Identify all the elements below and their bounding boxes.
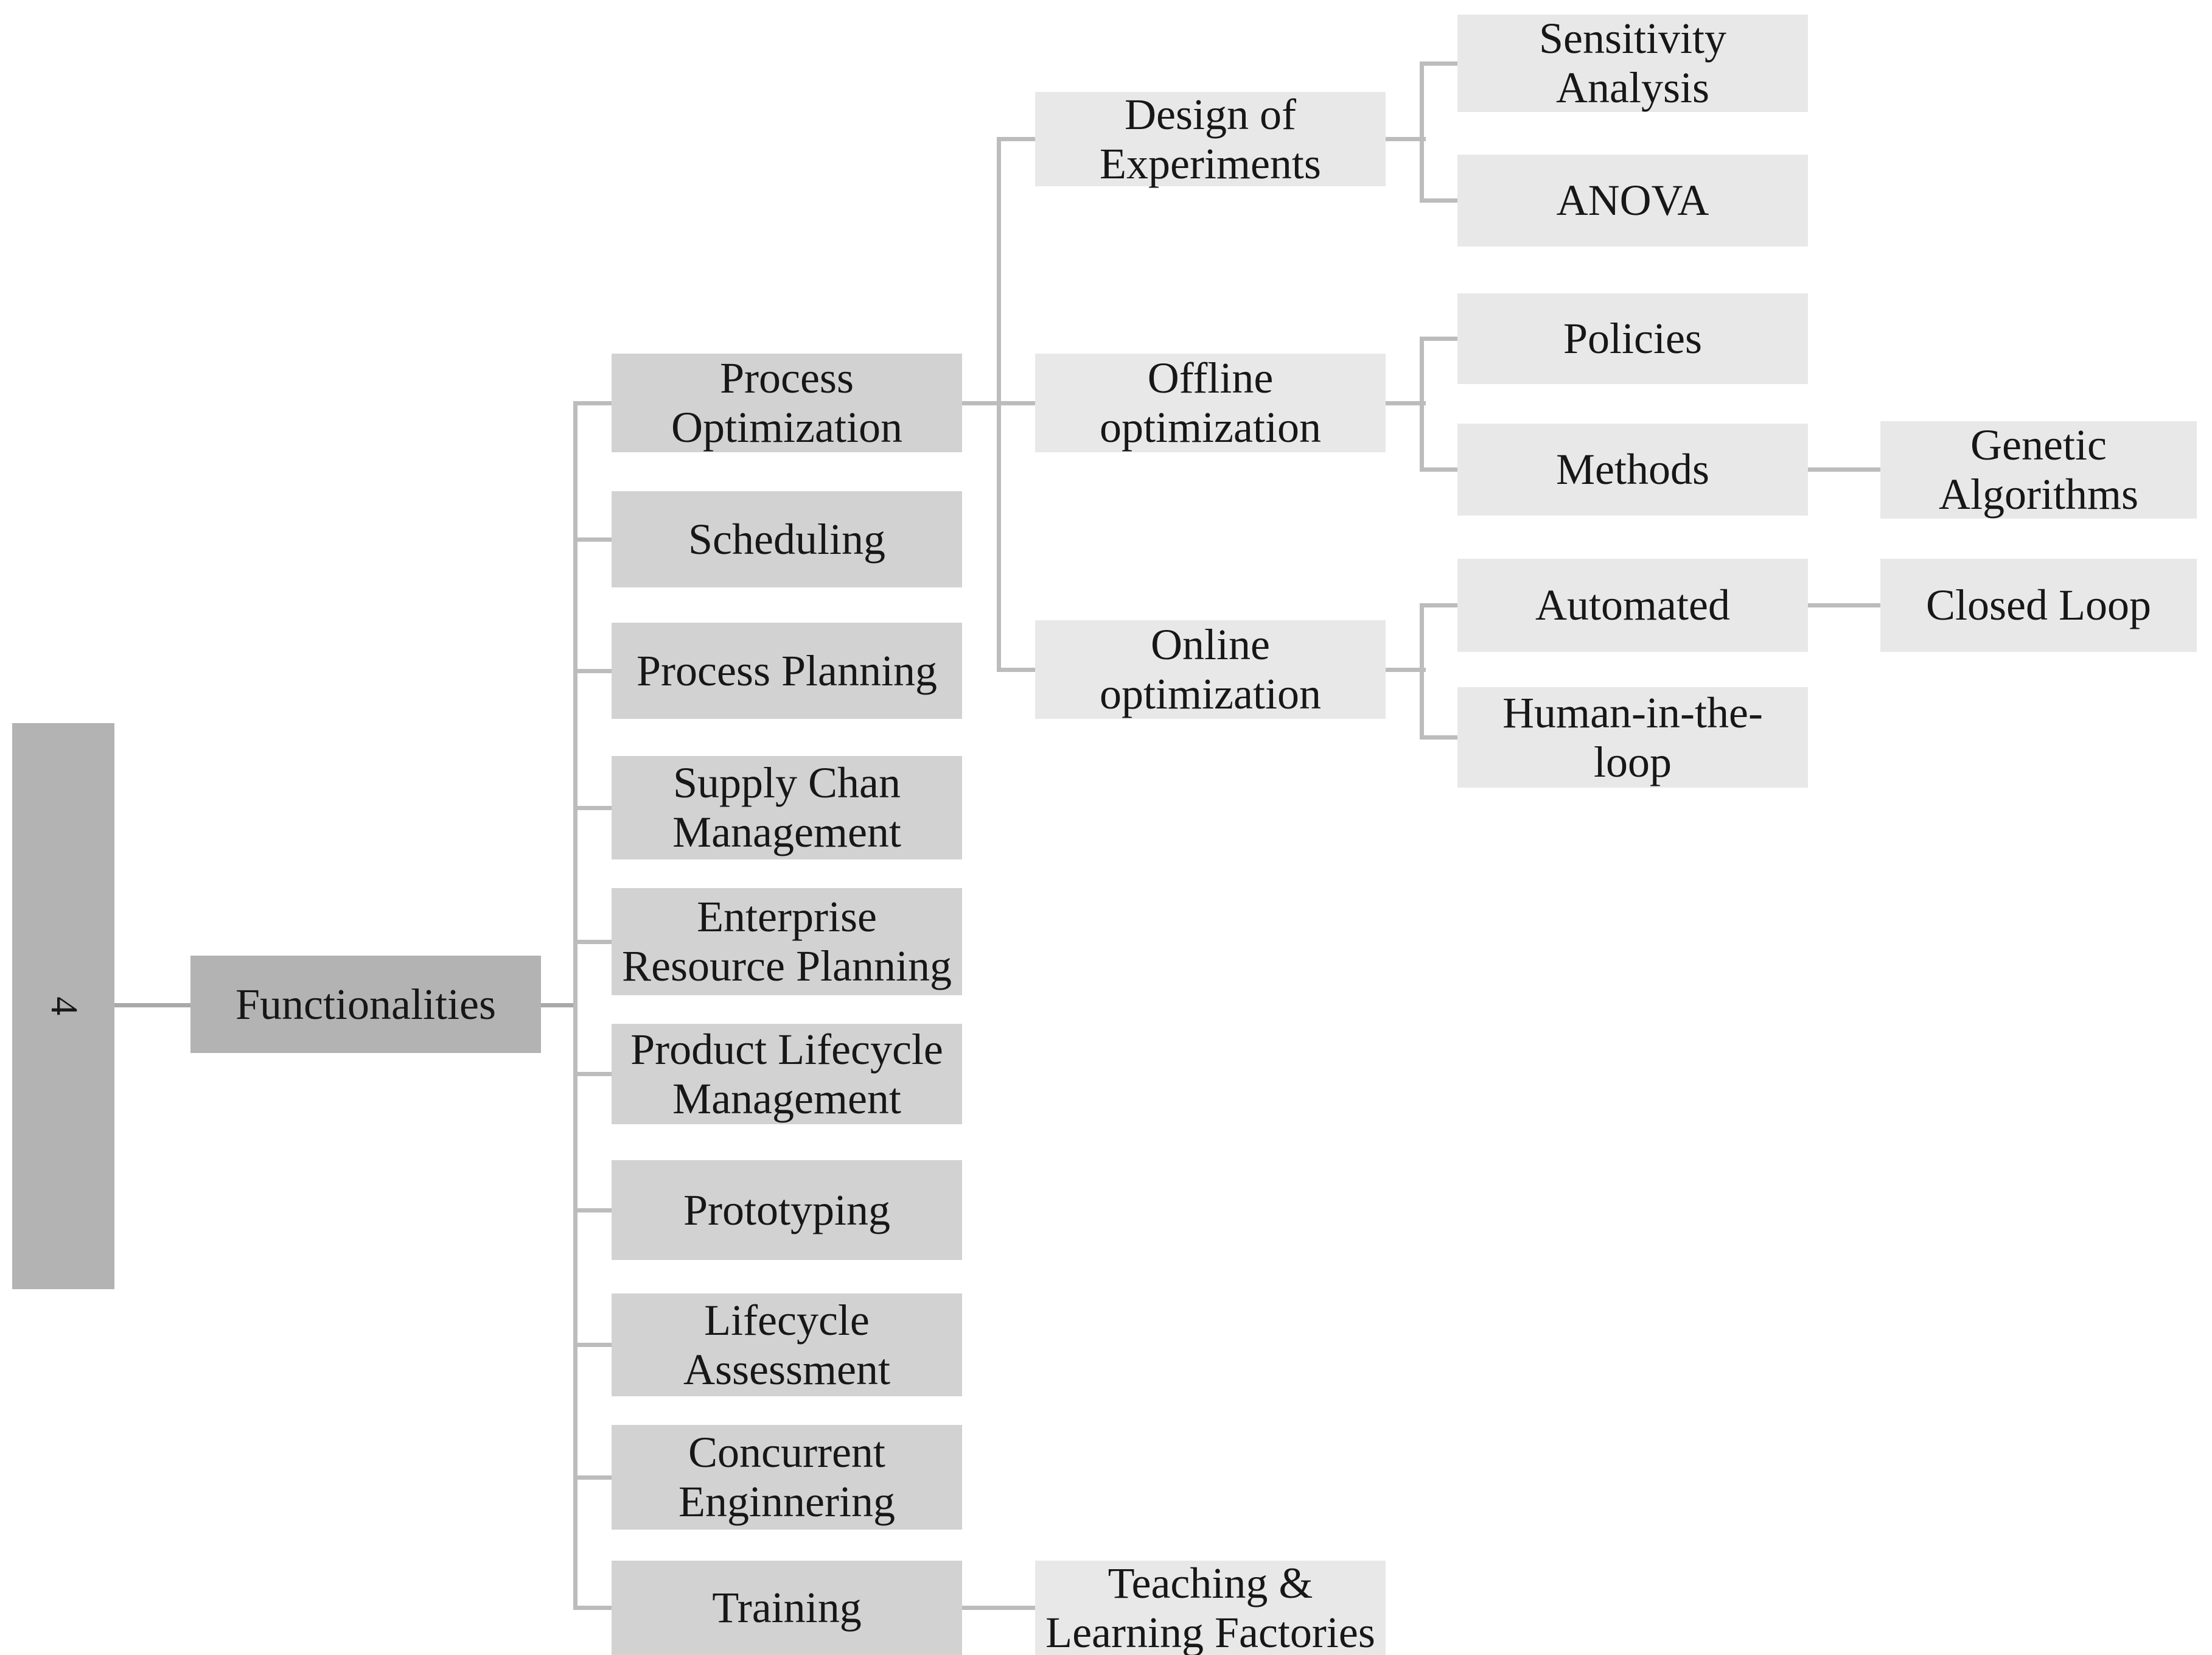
node-online-optimization: Online optimization <box>1035 620 1386 719</box>
connector-online-trunk <box>1386 668 1426 672</box>
node-lifecycle-assessment-label: Lifecycle Assessment <box>683 1295 890 1394</box>
connector-trunk-online-children <box>1420 603 1424 740</box>
node-automated-label: Automated <box>1535 581 1730 630</box>
connector-trunk-offline-children <box>1420 337 1424 472</box>
connector-stub-concurrent-engineering <box>575 1475 612 1480</box>
node-supply-chain-management: Supply Chan Management <box>612 756 962 859</box>
node-process-planning: Process Planning <box>612 623 962 719</box>
node-prototyping: Prototyping <box>612 1160 962 1260</box>
node-training-label: Training <box>712 1583 862 1632</box>
node-policies-label: Policies <box>1563 314 1702 363</box>
connector-training-teaching <box>962 1606 1035 1610</box>
connector-trunk-doe-children <box>1420 61 1424 203</box>
connector-stub-process-optimization <box>575 401 612 405</box>
connector-stub-anova <box>1422 198 1457 203</box>
connector-stub-supply-chain <box>575 806 612 810</box>
connector-stub-process-planning <box>575 669 612 673</box>
node-concurrent-engineering: Concurrent Enginnering <box>612 1425 962 1530</box>
connector-stub-automated <box>1422 603 1457 607</box>
connector-trunk-level2 <box>573 401 577 1610</box>
node-methods: Methods <box>1457 424 1808 516</box>
connector-stub-online <box>999 668 1035 672</box>
node-process-optimization-label: Process Optimization <box>671 354 902 452</box>
node-automated: Automated <box>1457 559 1808 652</box>
node-concurrent-engineering-label: Concurrent Enginnering <box>679 1428 895 1526</box>
node-root-4-label: 4 <box>43 996 85 1016</box>
connector-stub-sensitivity <box>1422 61 1457 66</box>
connector-methods-genetic <box>1808 467 1880 472</box>
node-sensitivity-analysis-label: Sensitivity Analysis <box>1538 14 1727 112</box>
node-process-optimization: Process Optimization <box>612 354 962 452</box>
node-offline-optimization-label: Offline optimization <box>1100 354 1321 452</box>
connector-functionalities-trunk <box>541 1003 577 1007</box>
node-supply-chain-management-label: Supply Chan Management <box>672 758 901 856</box>
node-design-of-experiments: Design of Experiments <box>1035 89 1386 188</box>
connector-stub-scheduling <box>575 537 612 542</box>
connector-stub-methods <box>1422 467 1457 472</box>
node-genetic-algorithms-label: Genetic Algorithms <box>1938 421 2138 519</box>
node-scheduling: Scheduling <box>612 491 962 587</box>
node-enterprise-resource-planning: Enterprise Resource Planning <box>612 888 962 995</box>
node-closed-loop: Closed Loop <box>1880 559 2197 652</box>
node-training: Training <box>612 1561 962 1655</box>
connector-stub-prototyping <box>575 1208 612 1212</box>
connector-stub-erp <box>575 940 612 944</box>
node-functionalities-label: Functionalities <box>236 979 496 1029</box>
node-human-in-the-loop-label: Human-in-the- loop <box>1502 688 1763 786</box>
node-prototyping-label: Prototyping <box>683 1185 891 1234</box>
node-offline-optimization: Offline optimization <box>1035 354 1386 452</box>
connector-root-functionalities <box>114 1003 190 1007</box>
connector-automated-closed-loop <box>1808 603 1880 607</box>
node-enterprise-resource-planning-label: Enterprise Resource Planning <box>622 892 952 990</box>
node-root-4: 4 <box>12 723 114 1289</box>
node-scheduling-label: Scheduling <box>688 514 885 564</box>
connector-stub-lifecycle-assessment <box>575 1343 612 1347</box>
node-human-in-the-loop: Human-in-the- loop <box>1457 687 1808 788</box>
connector-stub-training <box>575 1606 612 1610</box>
node-teaching-learning-factories-label: Teaching & Learning Factories <box>1045 1558 1375 1655</box>
connector-doe-trunk <box>1386 137 1426 141</box>
node-teaching-learning-factories: Teaching & Learning Factories <box>1035 1558 1386 1655</box>
node-closed-loop-label: Closed Loop <box>1926 581 2151 630</box>
node-process-planning-label: Process Planning <box>637 646 937 695</box>
connector-stub-doe <box>999 137 1035 141</box>
node-policies: Policies <box>1457 293 1808 384</box>
connector-process-optimization-trunk <box>962 401 1003 405</box>
node-genetic-algorithms: Genetic Algorithms <box>1880 421 2197 519</box>
node-online-optimization-label: Online optimization <box>1100 620 1321 718</box>
connector-stub-policies <box>1422 337 1457 341</box>
node-functionalities: Functionalities <box>190 956 541 1053</box>
connector-stub-human-in-the-loop <box>1422 735 1457 740</box>
node-sensitivity-analysis: Sensitivity Analysis <box>1457 14 1808 112</box>
connector-stub-plm <box>575 1072 612 1076</box>
node-anova: ANOVA <box>1457 155 1808 247</box>
node-anova-label: ANOVA <box>1556 176 1709 225</box>
connector-stub-offline <box>999 401 1035 405</box>
connector-offline-trunk <box>1386 401 1426 405</box>
node-methods-label: Methods <box>1556 445 1709 494</box>
node-lifecycle-assessment: Lifecycle Assessment <box>612 1293 962 1396</box>
node-product-lifecycle-management-label: Product Lifecycle Management <box>630 1024 943 1123</box>
node-design-of-experiments-label: Design of Experiments <box>1100 89 1321 188</box>
node-product-lifecycle-management: Product Lifecycle Management <box>612 1024 962 1124</box>
